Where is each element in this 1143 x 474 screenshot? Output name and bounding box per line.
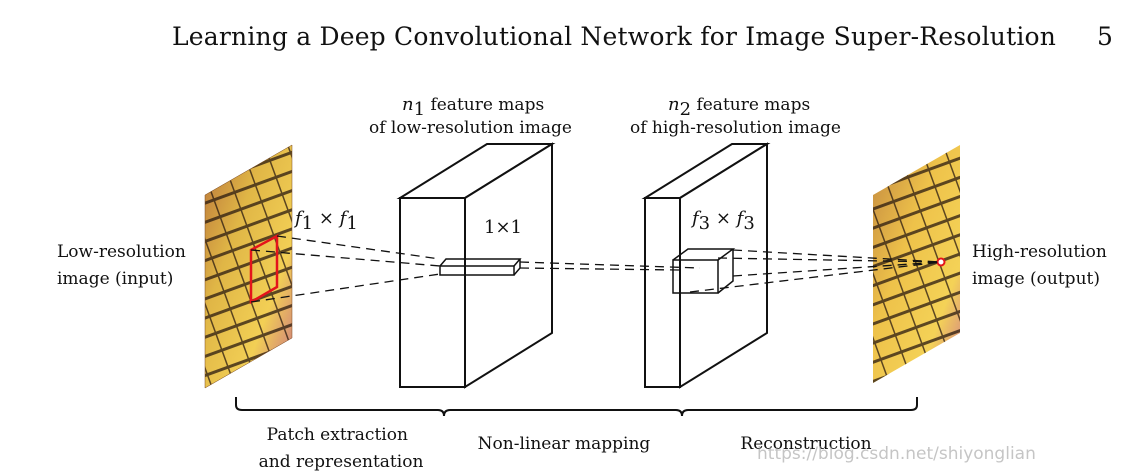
input-image [204, 144, 293, 389]
stage-label-reconstruction: Reconstruction [740, 434, 871, 454]
page-header-title: Learning a Deep Convolutional Network fo… [172, 22, 1057, 51]
input-patch-highlight [249, 233, 279, 305]
stage-label-nonlinear-mapping: Non-linear mapping [478, 434, 651, 454]
block2-caption: n2 feature maps [668, 94, 810, 120]
block1-caption-line2: of low-resolution image [369, 118, 572, 138]
output-pixel-marker [936, 257, 946, 267]
watermark: https://blog.csdn.net/shiyonglian [757, 444, 1036, 464]
filter3-label: f3 × f3 [690, 208, 755, 234]
page-number: 5 [1097, 22, 1114, 51]
input-label: Low-resolution image (input) [57, 242, 191, 289]
block2-caption-line2: of high-resolution image [630, 118, 841, 138]
output-label: High-resolution image (output) [972, 242, 1112, 289]
projection-lines [250, 235, 942, 303]
patch-cuboid-f3 [672, 248, 736, 294]
stage-label-patch-extraction: Patch extraction and representation [259, 425, 424, 472]
feature-block-2 [641, 142, 771, 389]
filter2-label: 1×1 [484, 217, 522, 238]
filter1-label: f1 × f1 [293, 208, 358, 234]
patch-cuboid-1x1 [439, 258, 522, 276]
stage-braces [235, 397, 918, 417]
block1-caption: n1 feature maps [402, 94, 544, 120]
